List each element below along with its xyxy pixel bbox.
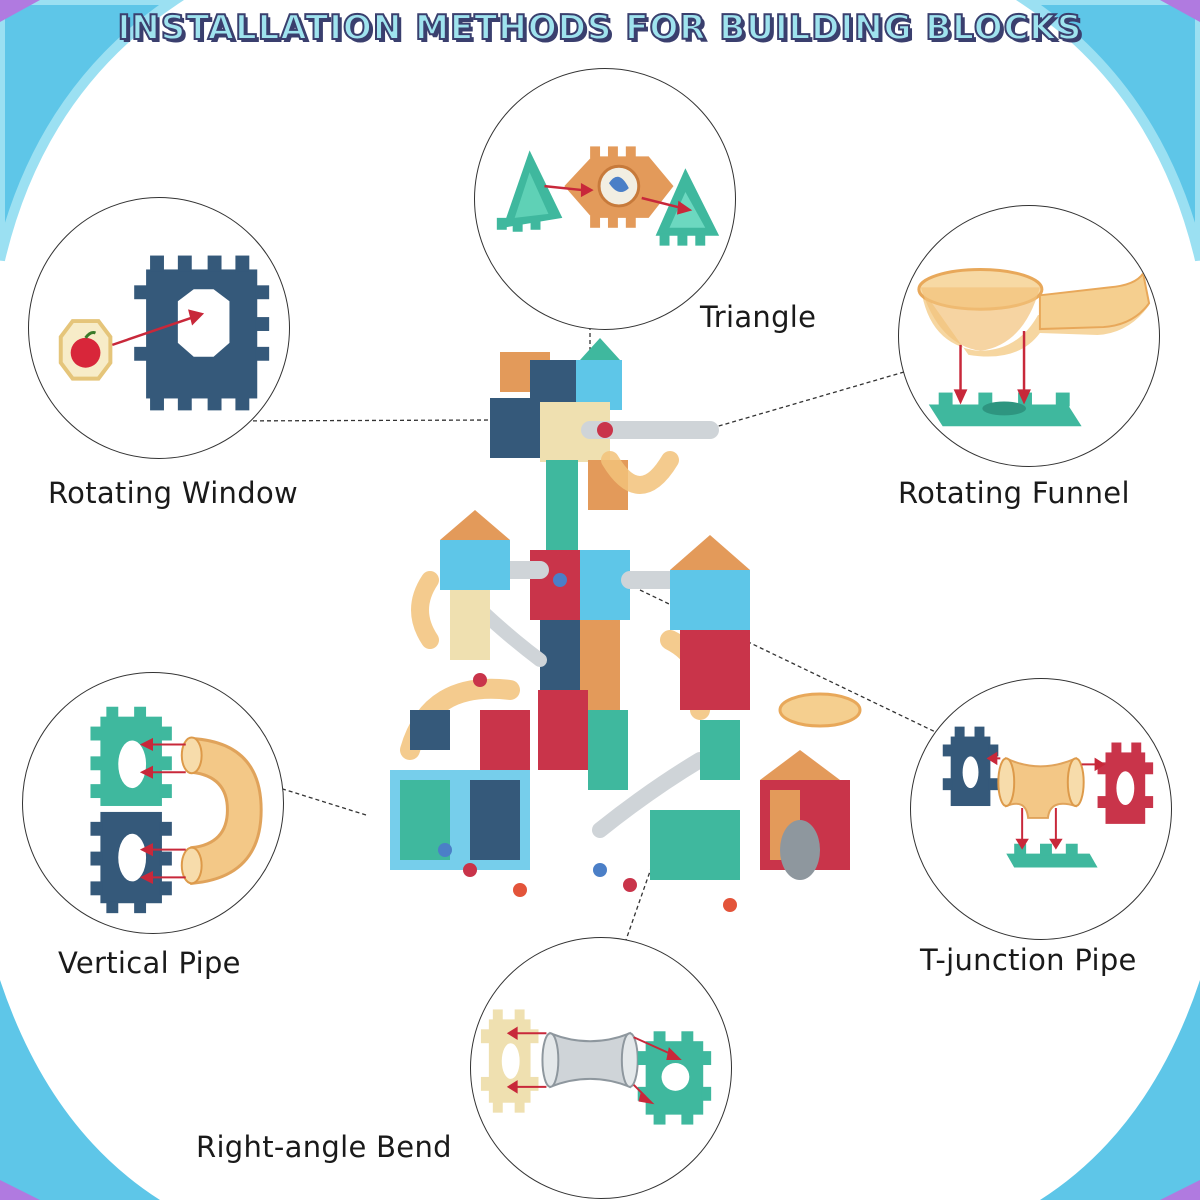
amber-curved-pipe xyxy=(180,736,263,886)
teal-base-block xyxy=(928,392,1082,427)
triangle-illustration xyxy=(496,146,720,246)
triangle-detail-circle xyxy=(474,68,736,330)
right-angle-bend-detail-circle xyxy=(470,937,732,1199)
navy-gear-block xyxy=(90,811,172,914)
page-title: INSTALLATION METHODS FOR BUILDING BLOCKS xyxy=(117,7,1083,49)
rotating-funnel-detail-circle xyxy=(898,205,1160,467)
t-junction-pipe-label: T-junction Pipe xyxy=(920,943,1137,977)
silver-bend-pipe xyxy=(541,1031,639,1089)
amber-t-pipe xyxy=(997,756,1085,819)
tall-center-tower xyxy=(490,338,630,790)
teal-triangle-block-left xyxy=(496,150,563,232)
triangle-label: Triangle xyxy=(700,300,817,334)
rotating-window-detail-circle xyxy=(28,197,290,459)
marble-run-model xyxy=(390,338,862,912)
vertical-pipe-label: Vertical Pipe xyxy=(58,946,241,980)
amber-funnel-piece xyxy=(917,268,1151,357)
left-wing-blocks xyxy=(390,510,530,870)
rotating-window-label: Rotating Window xyxy=(48,476,299,510)
rotating-funnel-illustration xyxy=(917,268,1151,427)
t-junction-pipe-detail-circle xyxy=(910,678,1172,940)
vertical-pipe-detail-circle xyxy=(22,672,284,934)
rotating-funnel-label: Rotating Funnel xyxy=(898,476,1130,510)
right-angle-bend-label: Right-angle Bend xyxy=(196,1130,452,1164)
right-angle-bend-illustration xyxy=(480,1009,712,1125)
vertical-pipe-illustration xyxy=(90,706,263,914)
rotating-window-illustration xyxy=(58,255,270,411)
navy-octagon-frame-block xyxy=(134,255,270,411)
t-junction-pipe-illustration xyxy=(942,726,1154,868)
teal-base-block xyxy=(1006,843,1098,868)
orange-hexagon-block xyxy=(564,146,674,228)
navy-gear-block xyxy=(942,726,999,807)
right-wing-blocks xyxy=(650,535,862,880)
apple-octagon-window-piece xyxy=(58,319,113,381)
marbles xyxy=(438,422,737,912)
